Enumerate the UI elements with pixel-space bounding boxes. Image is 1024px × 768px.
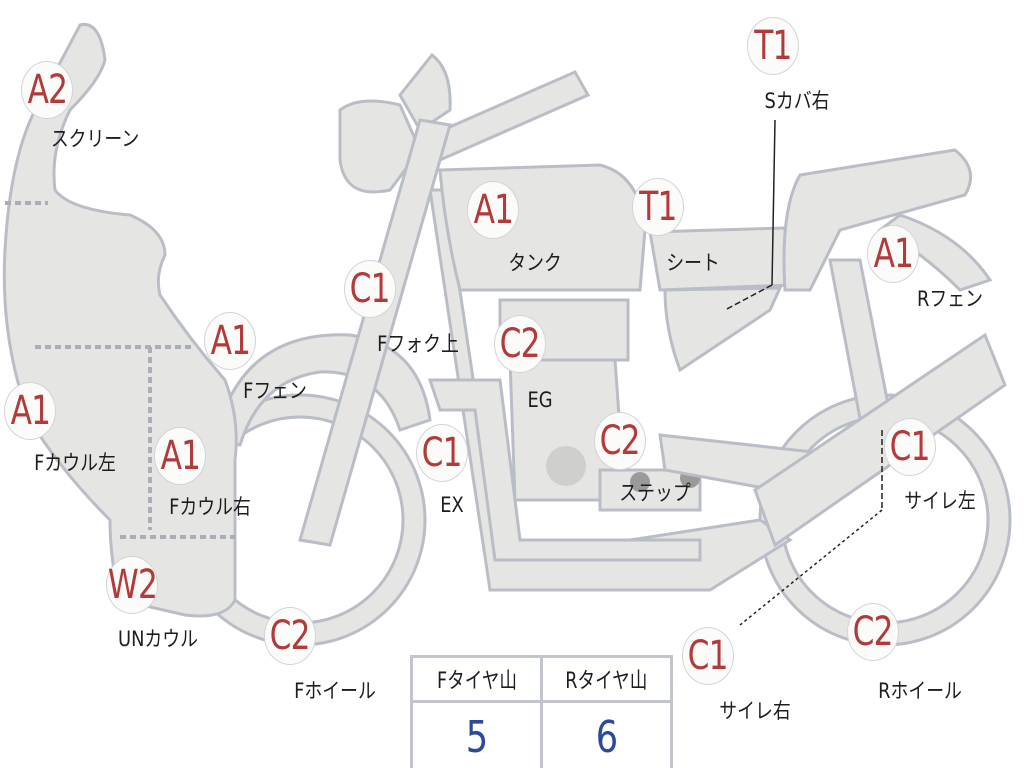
side-cover (663, 286, 783, 373)
code-circle: T1 (632, 178, 684, 236)
part-name: スクリーン (50, 127, 140, 151)
code-circle: A1 (467, 181, 519, 239)
part-code: C2 (599, 418, 641, 464)
part-code: W2 (107, 562, 157, 608)
mirror (398, 52, 452, 133)
part-name: Fカウル右 (169, 495, 251, 519)
part-name: Fフォク上 (377, 332, 459, 356)
part-code-badge: T1 (632, 178, 684, 236)
code-circle: W2 (106, 556, 158, 614)
rear-tire-value: 6 (540, 700, 673, 768)
code-circle: A1 (154, 427, 206, 485)
part-name: タンク (508, 251, 562, 275)
part-code-badge: T1 (747, 17, 799, 75)
code-circle: C1 (682, 627, 734, 685)
part-name: Sカバ右 (764, 89, 830, 113)
code-circle: C2 (494, 315, 546, 373)
part-code-badge: A1 (467, 181, 519, 239)
part-code-badge: A1 (867, 225, 919, 283)
part-code: A2 (27, 67, 67, 113)
part-code: A1 (873, 231, 913, 277)
part-name: Rフェン (917, 287, 983, 311)
code-circle: A1 (867, 225, 919, 283)
part-name: サイレ左 (904, 489, 976, 513)
part-name: Fホイール (294, 679, 376, 703)
part-code: T1 (754, 23, 792, 69)
part-code: A1 (10, 388, 50, 434)
part-name: Fフェン (243, 379, 307, 403)
part-code: A1 (473, 187, 513, 233)
part-code-badge: A1 (154, 427, 206, 485)
part-code: A1 (210, 318, 250, 364)
part-code-badge: A1 (4, 382, 56, 440)
part-name: シート (666, 251, 720, 275)
part-code-badge: W2 (106, 556, 158, 614)
code-circle: C1 (344, 260, 396, 318)
part-code-badge: C1 (682, 627, 734, 685)
part-code: C1 (687, 633, 729, 679)
front-tire-value: 5 (410, 700, 543, 768)
part-code: C1 (889, 424, 931, 470)
part-code: C1 (349, 266, 391, 312)
part-code-badge: C1 (344, 260, 396, 318)
code-circle: C1 (416, 424, 468, 482)
part-code-badge: C2 (594, 412, 646, 470)
code-circle: C1 (884, 418, 936, 476)
rear-tire-label: Rタイヤ山 (540, 655, 673, 703)
code-circle: C2 (847, 603, 899, 661)
part-name: Fカウル左 (34, 451, 116, 475)
part-code-badge: C1 (416, 424, 468, 482)
tail-cowl (782, 148, 973, 292)
part-code-badge: C1 (884, 418, 936, 476)
part-code-badge: C2 (494, 315, 546, 373)
front-tire-label: Fタイヤ山 (410, 655, 543, 703)
part-code-badge: A2 (21, 61, 73, 119)
part-name: EX (440, 493, 464, 517)
code-circle: C2 (594, 412, 646, 470)
part-code-badge: C2 (264, 607, 316, 665)
part-code: T1 (639, 184, 677, 230)
tire-tread-table: Fタイヤ山 Rタイヤ山 5 6 (410, 655, 673, 768)
part-name: UNカウル (118, 627, 198, 651)
part-name: ステップ (619, 481, 691, 505)
part-code: A1 (160, 433, 200, 479)
part-code: C2 (269, 613, 311, 659)
part-code-badge: A1 (204, 312, 256, 370)
part-code: C2 (852, 609, 894, 655)
code-circle: C2 (264, 607, 316, 665)
code-circle: A1 (4, 382, 56, 440)
code-circle: A2 (21, 61, 73, 119)
part-name: EG (527, 388, 553, 412)
part-name: Rホイール (878, 679, 962, 703)
exhaust-pipe (427, 378, 702, 562)
part-code: C2 (499, 321, 541, 367)
code-circle: A1 (204, 312, 256, 370)
muffler (753, 332, 1007, 548)
code-circle: T1 (747, 17, 799, 75)
part-name: サイレ右 (719, 699, 791, 723)
part-code: C1 (421, 430, 463, 476)
front-fork (298, 118, 452, 547)
part-code-badge: C2 (847, 603, 899, 661)
